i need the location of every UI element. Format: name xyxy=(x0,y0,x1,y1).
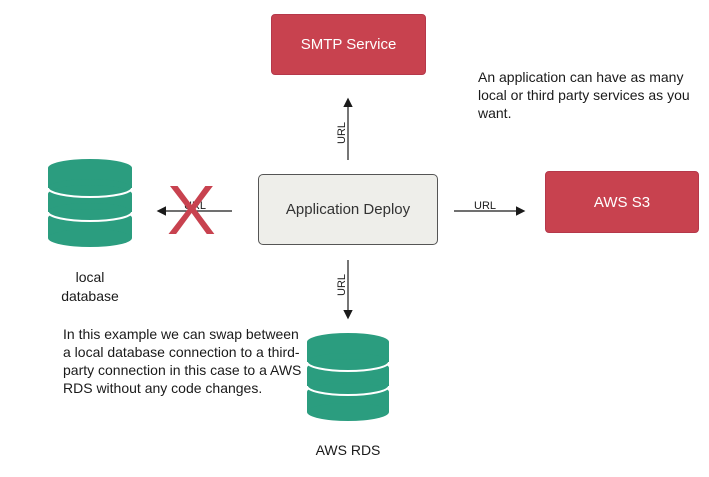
aws-rds-database-icon xyxy=(306,333,390,421)
edge-label-local-db: URL xyxy=(184,200,206,212)
edge-label-s3: URL xyxy=(474,200,496,212)
local-database-icon xyxy=(47,159,133,247)
application-deploy-node[interactable]: Application Deploy xyxy=(258,174,438,245)
edge-label-smtp: URL xyxy=(336,122,348,144)
note-swap-database: In this example we can swap between a lo… xyxy=(63,326,302,396)
note-services: An application can have as many local or… xyxy=(478,69,690,121)
aws-rds-label: AWS RDS xyxy=(315,442,381,458)
smtp-service-node[interactable]: SMTP Service xyxy=(271,14,426,75)
aws-s3-node[interactable]: AWS S3 xyxy=(545,171,699,233)
blocked-connection-x-icon: X xyxy=(166,171,216,249)
local-database-label: local database xyxy=(61,269,119,304)
edge-label-rds: URL xyxy=(336,274,348,296)
